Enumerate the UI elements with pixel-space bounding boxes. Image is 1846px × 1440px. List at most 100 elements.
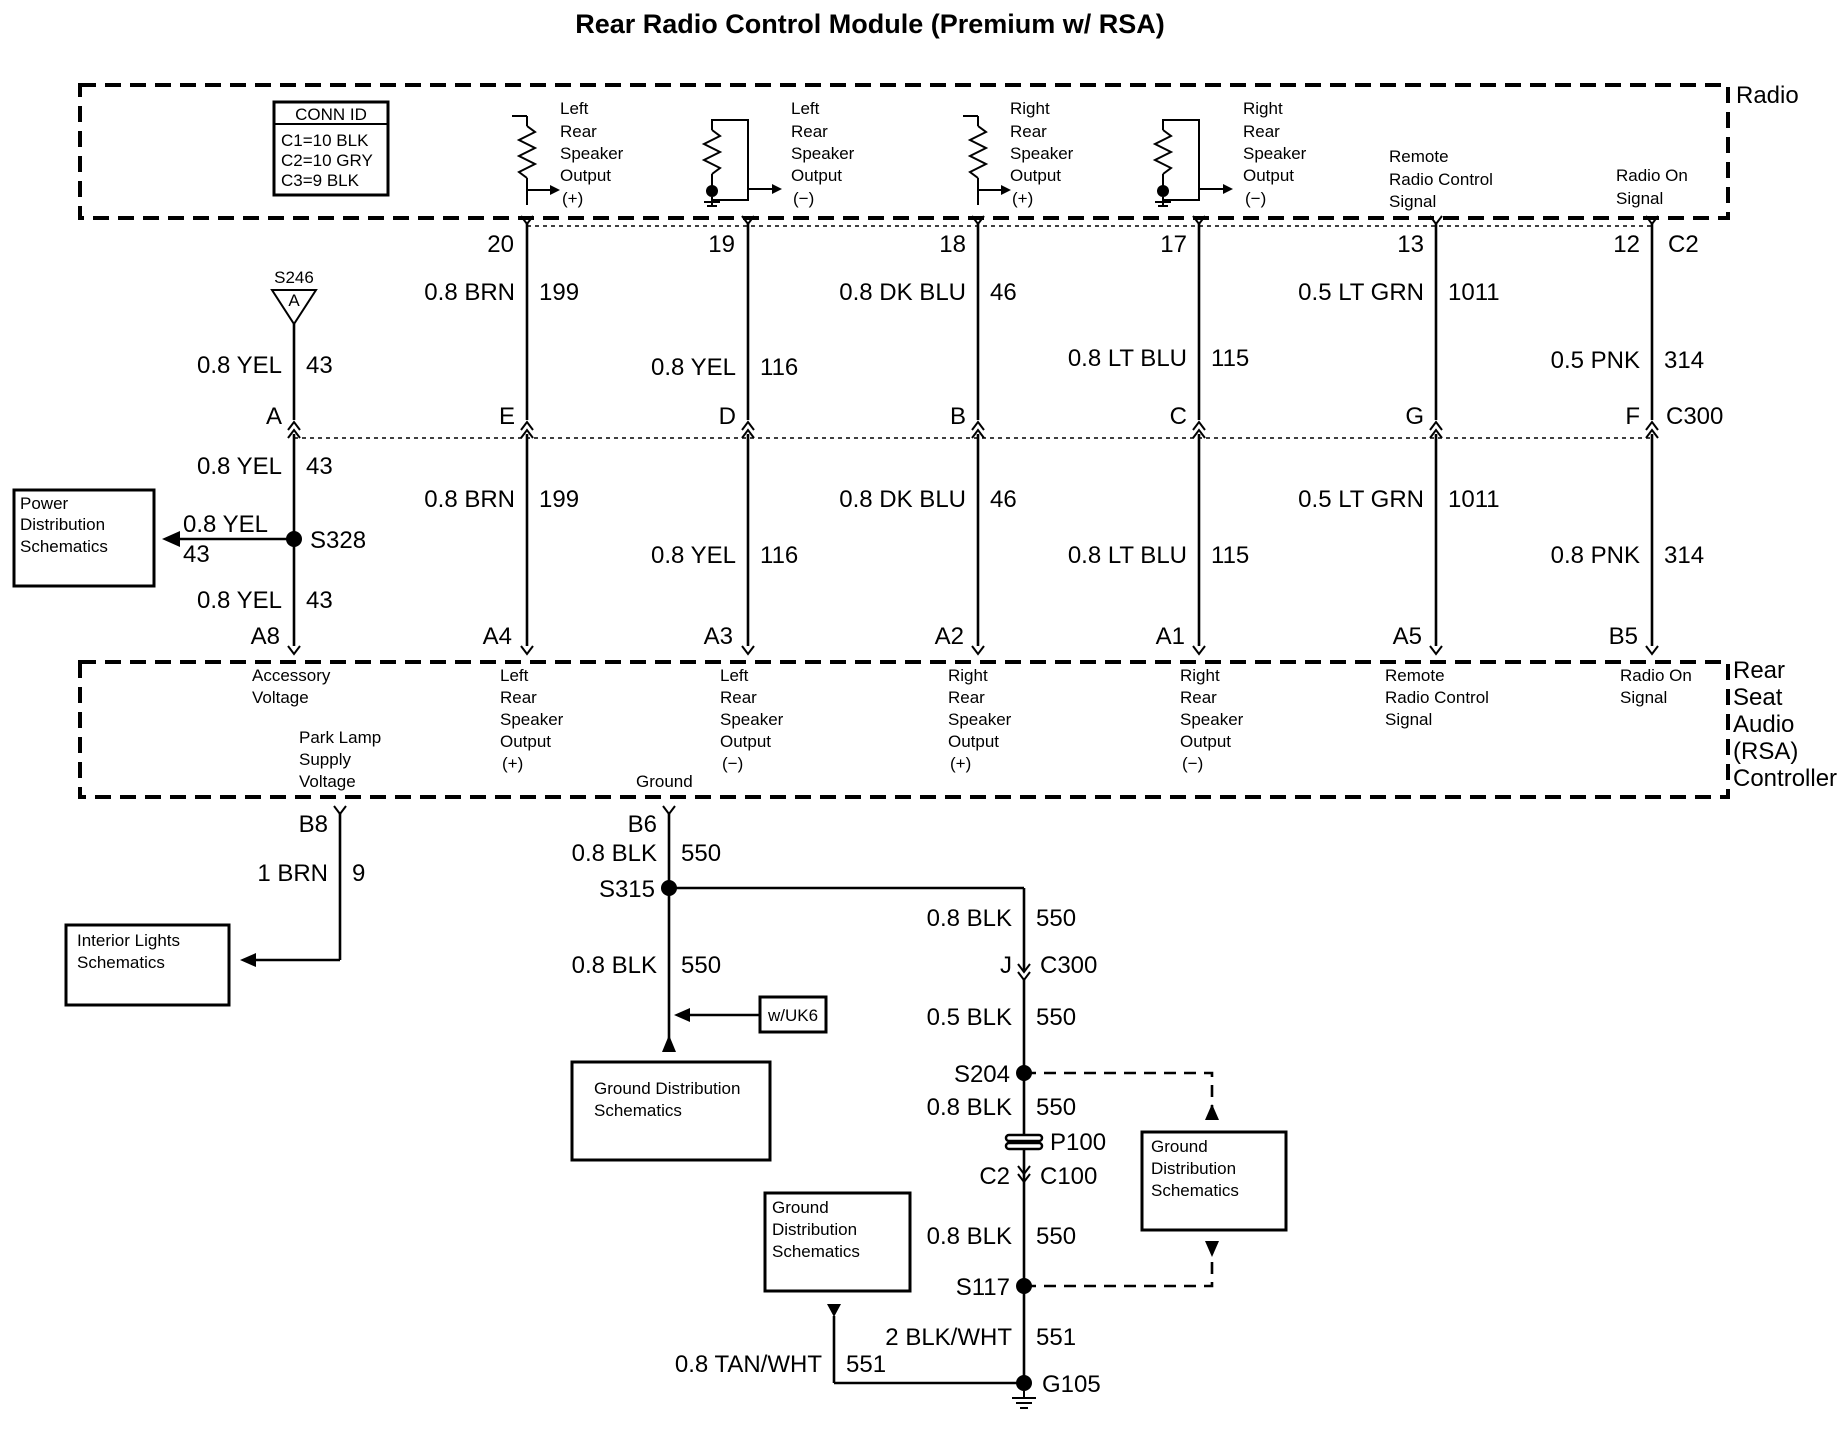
svg-text:Radio Control: Radio Control (1385, 688, 1489, 707)
svg-text:0.5 LT GRN: 0.5 LT GRN (1298, 486, 1424, 513)
svg-text:0.8 BLK: 0.8 BLK (572, 952, 657, 979)
svg-text:Right: Right (948, 666, 988, 685)
ground-distribution-link[interactable]: Ground Distribution Schematics (763, 1191, 912, 1293)
svg-text:0.8 BLK: 0.8 BLK (572, 840, 657, 867)
radio-pin: 18 (939, 231, 966, 258)
svg-text:Right: Right (1180, 666, 1220, 685)
svg-text:43: 43 (306, 352, 333, 379)
svg-text:Output: Output (1010, 166, 1061, 185)
svg-text:199: 199 (539, 486, 579, 513)
s328-splice: S328 0.8 YEL 43 0.8 YEL 43 (162, 511, 366, 614)
svg-text:Output: Output (500, 732, 551, 751)
svg-text:115: 115 (1211, 542, 1249, 569)
svg-text:Ground: Ground (1151, 1137, 1208, 1156)
svg-text:0.5 LT GRN: 0.5 LT GRN (1298, 279, 1424, 306)
svg-text:(−): (−) (793, 189, 814, 208)
svg-text:(RSA): (RSA) (1733, 738, 1798, 765)
svg-text:Speaker: Speaker (1180, 710, 1244, 729)
svg-text:S204: S204 (954, 1061, 1010, 1088)
ground-distribution-link[interactable]: Ground Distribution Schematics (1140, 1130, 1288, 1232)
svg-text:0.8 YEL: 0.8 YEL (651, 354, 736, 381)
ground-circuit: B6 0.8 BLK 550 S315 0.8 BLK 550 (572, 805, 1026, 1052)
svg-text:B5: B5 (1609, 623, 1638, 650)
svg-text:Audio: Audio (1733, 711, 1794, 738)
ground-branch-labels: 0.8 BLK 550 J C300 0.5 BLK 550 S204 0.8 … (885, 905, 1106, 1385)
svg-text:B: B (950, 403, 966, 430)
svg-text:P100: P100 (1050, 1129, 1106, 1156)
svg-text:Signal: Signal (1620, 688, 1667, 707)
svg-text:Radio On: Radio On (1616, 166, 1688, 185)
svg-text:Ground: Ground (772, 1198, 829, 1217)
svg-text:Output: Output (791, 166, 842, 185)
rsa-input-label: Radio On Signal (1620, 666, 1692, 707)
svg-text:0.8 LT BLU: 0.8 LT BLU (1068, 345, 1187, 372)
svg-text:Signal: Signal (1616, 189, 1663, 208)
svg-text:Schematics: Schematics (594, 1101, 682, 1120)
svg-text:w/UK6: w/UK6 (767, 1006, 818, 1025)
svg-text:G: G (1405, 403, 1424, 430)
rsa-controller-box (78, 660, 1730, 799)
svg-text:43: 43 (306, 453, 333, 480)
conn-id-box: CONN ID C1=10 BLK C2=10 GRY C3=9 BLK (272, 100, 390, 197)
svg-text:0.8 BLK: 0.8 BLK (927, 905, 1012, 932)
svg-text:A5: A5 (1393, 623, 1422, 650)
svg-text:Rear: Rear (791, 122, 828, 141)
svg-text:Right: Right (1243, 99, 1283, 118)
svg-text:Speaker: Speaker (560, 144, 624, 163)
svg-text:0.8 TAN/WHT: 0.8 TAN/WHT (675, 1351, 822, 1378)
svg-text:115: 115 (1211, 345, 1249, 372)
svg-text:46: 46 (990, 279, 1017, 306)
rsa-controller-label: Rear Seat Audio (RSA) Controller (1733, 657, 1837, 792)
radio-output-label: Left Rear Speaker Output (+) (560, 99, 624, 208)
svg-text:C100: C100 (1040, 1163, 1097, 1190)
radio-pin: 19 (708, 231, 735, 258)
rsa-input-label: Right Rear Speaker Output (+) (948, 666, 1012, 773)
svg-text:Output: Output (560, 166, 611, 185)
grounded-resistor-icon (701, 119, 782, 207)
g105-label: G105 (1042, 1371, 1101, 1398)
svg-text:Distribution: Distribution (1151, 1159, 1236, 1178)
svg-text:550: 550 (681, 840, 721, 867)
resistor-icon (512, 115, 560, 205)
svg-text:Supply: Supply (299, 750, 351, 769)
svg-text:199: 199 (539, 279, 579, 306)
svg-text:0.8 PNK: 0.8 PNK (1551, 542, 1640, 569)
svg-text:314: 314 (1664, 542, 1704, 569)
power-distribution-link[interactable]: Power Distribution Schematics (12, 488, 156, 588)
s246-letter: A (288, 291, 300, 310)
svg-text:Rear: Rear (948, 688, 985, 707)
c300-pin-letters: A E D B C G F C300 (266, 403, 1723, 430)
svg-text:J: J (1000, 952, 1012, 979)
rsa-pin-chevrons (287, 645, 1659, 656)
radio-output-label: Left Rear Speaker Output (−) (791, 99, 855, 208)
svg-text:Left: Left (560, 99, 589, 118)
svg-text:551: 551 (846, 1351, 886, 1378)
svg-text:116: 116 (760, 354, 798, 381)
svg-text:Rear: Rear (1010, 122, 1047, 141)
svg-text:550: 550 (1036, 1094, 1076, 1121)
svg-text:(+): (+) (950, 754, 971, 773)
svg-text:0.5 PNK: 0.5 PNK (1551, 347, 1640, 374)
svg-text:0.8 LT BLU: 0.8 LT BLU (1068, 542, 1187, 569)
svg-text:9: 9 (352, 860, 365, 887)
svg-text:Speaker: Speaker (720, 710, 784, 729)
svg-text:Speaker: Speaker (791, 144, 855, 163)
svg-text:0.8 YEL: 0.8 YEL (197, 587, 282, 614)
s246-label: S246 (274, 268, 314, 287)
ground-distribution-link[interactable]: Ground Distribution Schematics (570, 1060, 772, 1162)
radio-output-label: Right Rear Speaker Output (−) (1243, 99, 1307, 208)
radio-pin: 20 (487, 231, 514, 258)
svg-text:550: 550 (1036, 905, 1076, 932)
ground-dashed-links (1024, 1071, 1219, 1288)
s328-label: S328 (310, 527, 366, 554)
svg-text:Rear: Rear (1180, 688, 1217, 707)
radio-label: Radio (1736, 82, 1799, 109)
grounded-resistor-icon (1152, 119, 1233, 207)
conn-id-header: CONN ID (295, 105, 367, 124)
svg-text:B6: B6 (628, 811, 657, 838)
svg-text:Distribution: Distribution (20, 515, 105, 534)
interior-lights-link[interactable]: Interior Lights Schematics (64, 923, 231, 1007)
svg-text:Schematics: Schematics (1151, 1181, 1239, 1200)
svg-text:0.8 BLK: 0.8 BLK (927, 1223, 1012, 1250)
svg-text:550: 550 (1036, 1223, 1076, 1250)
